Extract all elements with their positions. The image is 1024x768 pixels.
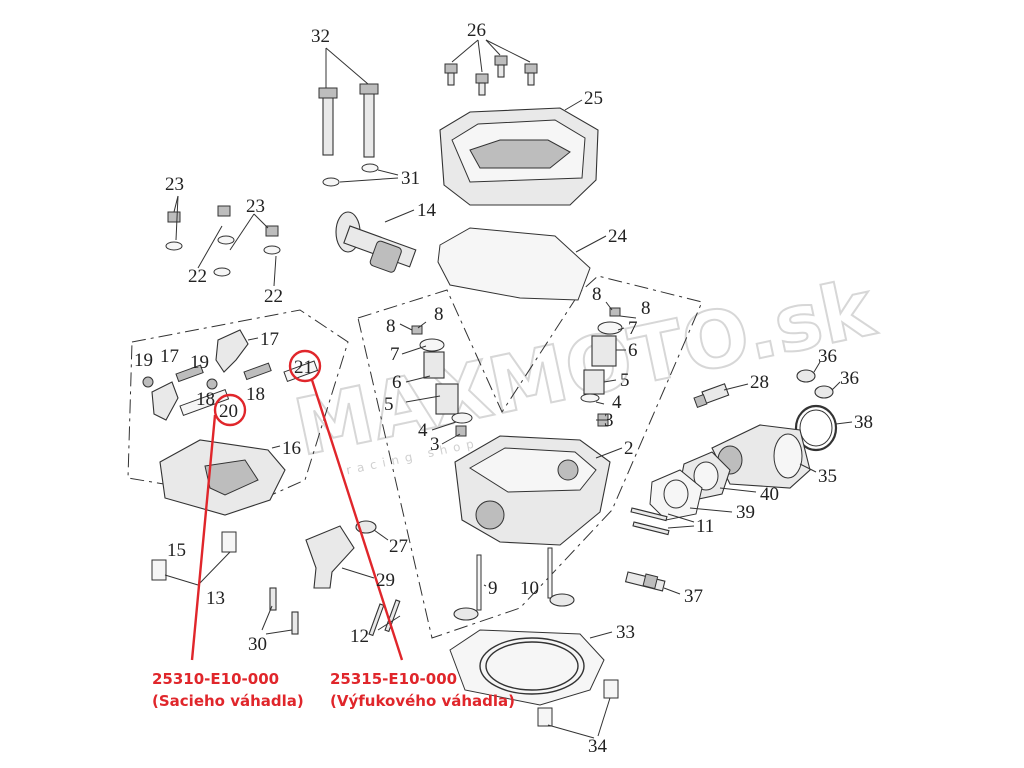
gasket-24	[437, 227, 591, 301]
callout-31: 31	[401, 168, 420, 189]
callout-22a: 22	[188, 266, 207, 287]
callout-26: 26	[467, 20, 486, 41]
callout-8a: 8	[386, 316, 396, 337]
bolts-26	[444, 39, 538, 96]
caps-36	[796, 361, 841, 399]
callout-38: 38	[854, 412, 873, 433]
callout-24: 24	[608, 226, 628, 247]
callout-2: 2	[624, 438, 634, 459]
gasket-39	[649, 469, 733, 521]
callout-4a: 4	[418, 420, 428, 441]
callout-12: 12	[350, 626, 369, 647]
highlight-circle-21	[288, 349, 322, 383]
callout-5b: 5	[620, 370, 630, 391]
callout-27: 27	[389, 536, 408, 557]
callout-37: 37	[684, 586, 703, 607]
callout-25: 25	[584, 88, 603, 109]
highlight-line-intake	[190, 414, 217, 661]
dowels-15-13	[151, 531, 237, 586]
highlight-markers	[190, 349, 404, 661]
callout-22b: 22	[264, 286, 283, 307]
callout-7a: 7	[390, 344, 400, 365]
spark-plug-37	[624, 571, 681, 595]
callout-33: 33	[616, 622, 635, 643]
callout-14: 14	[417, 200, 437, 221]
callout-6b: 6	[628, 340, 638, 361]
callout-40: 40	[760, 484, 779, 505]
intake-rocker-code: 25310-E10-000	[152, 670, 279, 688]
callout-8c: 8	[592, 284, 602, 305]
callout-3a: 3	[430, 434, 440, 455]
callout-9: 9	[488, 578, 498, 599]
dowels-34	[537, 679, 619, 739]
camshaft-14	[335, 209, 417, 273]
callout-18b: 18	[246, 384, 265, 405]
callout-35: 35	[818, 466, 837, 487]
nuts-23-22	[165, 195, 281, 287]
intake-manifold-35	[711, 424, 817, 489]
callout-10: 10	[520, 578, 539, 599]
callout-3b: 3	[604, 410, 614, 431]
callout-13: 13	[206, 588, 225, 609]
cylinder-head-2	[454, 435, 623, 546]
callout-15: 15	[167, 540, 186, 561]
callout-36a: 36	[818, 346, 837, 367]
thermostat-29	[305, 525, 375, 589]
callout-32: 32	[311, 26, 330, 47]
valve-train-right	[580, 301, 637, 427]
callout-8b: 8	[434, 304, 444, 325]
callout-4b: 4	[612, 392, 622, 413]
rocker-assembly	[142, 329, 319, 421]
bolts-32	[318, 47, 379, 158]
callout-6a: 6	[392, 372, 402, 393]
callout-23a: 23	[165, 174, 184, 195]
cylinder-gasket-33	[449, 629, 613, 706]
valves-9-10	[453, 547, 575, 621]
callout-16: 16	[282, 438, 301, 459]
clamp-38	[794, 404, 853, 452]
studs-11	[630, 507, 695, 536]
callout-36b: 36	[840, 368, 859, 389]
studs-12	[368, 599, 401, 637]
callout-29: 29	[376, 570, 395, 591]
part-number-labels: 25310-E10-000 (Sacieho váhadla) 25315-E1…	[152, 670, 515, 710]
callout-21: 21	[294, 357, 313, 378]
exhaust-rocker-code: 25315-E10-000	[330, 670, 457, 688]
washers-31	[322, 163, 399, 187]
callout-39: 39	[736, 502, 755, 523]
callout-5a: 5	[384, 394, 394, 415]
callout-numbers: 32 26 25 31 23 23 14 24 22 22 17 21 19 1…	[134, 20, 873, 757]
rocker-holder-16	[159, 439, 286, 516]
callout-18a: 18	[196, 389, 215, 410]
callout-19a: 19	[134, 350, 153, 371]
callout-17b: 17	[160, 346, 179, 367]
callout-7b: 7	[628, 318, 638, 339]
studs-30	[261, 587, 299, 635]
valve-train-left	[399, 321, 473, 445]
callout-17a: 17	[260, 329, 279, 350]
intake-rocker-name: (Sacieho váhadla)	[152, 692, 304, 710]
callout-19b: 19	[190, 352, 209, 373]
highlight-line-exhaust	[310, 379, 404, 661]
sensor-28	[693, 383, 749, 409]
callout-23b: 23	[246, 196, 265, 217]
callout-30: 30	[248, 634, 267, 655]
head-cover-25	[439, 99, 599, 206]
rocker-group-outline	[127, 309, 349, 501]
callout-11: 11	[696, 516, 714, 537]
callout-34: 34	[588, 736, 608, 757]
callout-20: 20	[219, 401, 238, 422]
highlight-circle-20	[213, 393, 247, 427]
callout-8d: 8	[641, 298, 651, 319]
exhaust-rocker-name: (Výfukového váhadla)	[330, 692, 515, 710]
callout-28: 28	[750, 372, 769, 393]
